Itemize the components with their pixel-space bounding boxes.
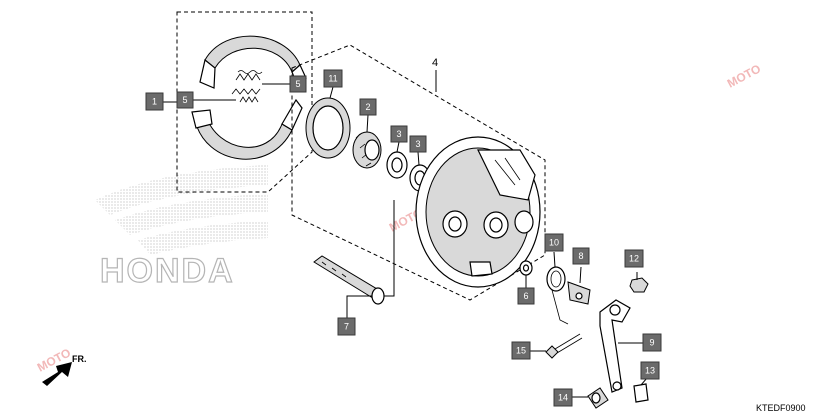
svg-text:7: 7 (344, 322, 349, 332)
return-spring (546, 266, 569, 325)
svg-text:10: 10 (549, 238, 559, 248)
brake-shoe-lower (191, 98, 303, 160)
callout-15: 15 (511, 341, 531, 360)
brake-arm (599, 299, 631, 393)
svg-text:1: 1 (152, 97, 157, 107)
leader-lines (163, 70, 648, 398)
svg-text:11: 11 (328, 74, 337, 84)
svg-text:2: 2 (365, 102, 370, 112)
stopper-plate (567, 281, 591, 305)
svg-text:8: 8 (578, 251, 583, 261)
thrust-washer-1 (386, 151, 408, 179)
front-direction-indicator: FR. (42, 354, 87, 386)
callout-3-right: 3 (409, 135, 427, 153)
small-washer (519, 260, 533, 276)
svg-text:12: 12 (629, 254, 639, 264)
brake-shoe-group-outline (176, 11, 313, 193)
svg-text:5: 5 (182, 95, 187, 105)
flange-bolt (545, 333, 583, 359)
diagram-code: KTEDF0900 (756, 403, 806, 413)
callout-3-left: 3 (390, 125, 408, 143)
watermark-top-right: MOTO (725, 61, 763, 90)
callout-13: 13 (640, 361, 660, 380)
callout-10: 10 (544, 233, 564, 252)
svg-text:6: 6 (523, 291, 528, 301)
callout-5-right: 5 (289, 75, 307, 93)
callout-4: 4 (432, 57, 438, 69)
brake-panel-group-outline (291, 44, 546, 301)
svg-text:14: 14 (558, 393, 568, 403)
callout-7: 7 (337, 317, 356, 336)
callout-6: 6 (517, 287, 535, 305)
svg-text:3: 3 (396, 129, 401, 139)
callout-12: 12 (624, 249, 644, 268)
callout-11: 11 (323, 69, 343, 88)
svg-text:13: 13 (645, 366, 655, 376)
callout-5-left: 5 (176, 91, 194, 109)
brake-cam-gear (352, 131, 382, 169)
svg-text:9: 9 (649, 338, 654, 348)
oil-seal (305, 97, 351, 159)
joint-pin (633, 383, 649, 403)
honda-wing-logo: HONDA (95, 165, 268, 291)
callout-8: 8 (572, 247, 590, 265)
callout-9: 9 (642, 333, 662, 352)
front-direction-label: FR. (72, 354, 87, 364)
kick-shaft (313, 255, 385, 305)
brake-shoe-spring-lower (231, 88, 261, 103)
callout-1: 1 (145, 92, 164, 111)
svg-text:15: 15 (516, 346, 526, 356)
svg-text:5: 5 (295, 79, 300, 89)
collar (587, 387, 609, 409)
honda-wordmark: HONDA (100, 252, 235, 290)
brake-panel (415, 136, 541, 288)
svg-text:3: 3 (415, 139, 420, 149)
brake-shoe-spring-upper (235, 70, 263, 81)
callout-14: 14 (553, 388, 573, 407)
flange-nut (629, 277, 649, 293)
callout-2: 2 (359, 98, 377, 116)
